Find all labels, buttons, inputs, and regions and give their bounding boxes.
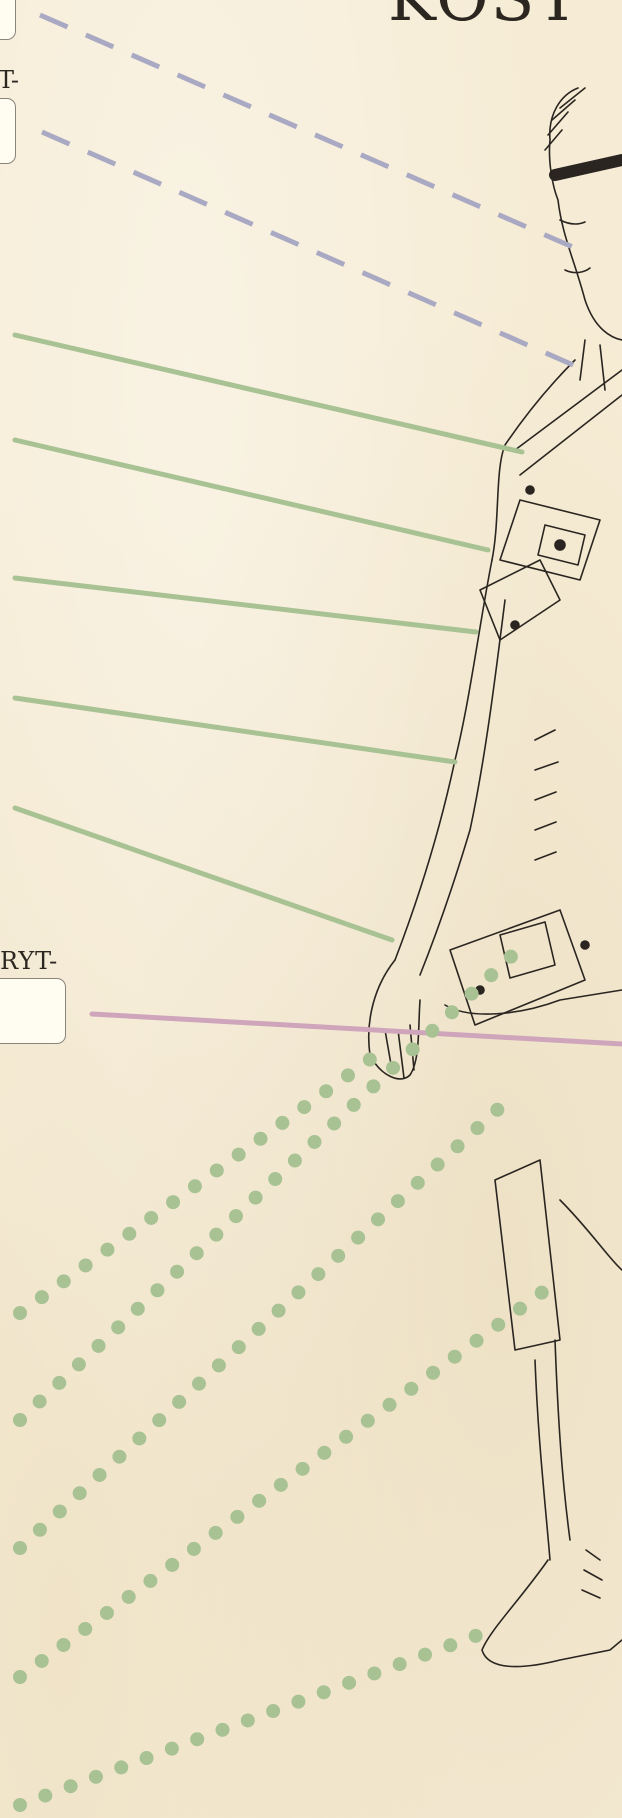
field-label-mid: RYT- <box>0 947 58 975</box>
solid-line-1 <box>15 335 522 452</box>
solid-connectors <box>15 335 522 940</box>
field-box-1[interactable] <box>0 0 16 40</box>
solid-line-2 <box>15 440 488 550</box>
solid-line-4 <box>15 698 455 762</box>
dashed-line-1 <box>40 15 575 248</box>
dotted-line-3 <box>20 1100 508 1548</box>
solid-line-3 <box>15 578 476 632</box>
dotted-line-2 <box>20 948 520 1420</box>
dashed-connectors <box>40 15 580 368</box>
field-box-3[interactable] <box>0 978 66 1044</box>
field-box-2[interactable] <box>0 98 16 164</box>
dotted-line-5 <box>20 1635 478 1805</box>
page-title: KOST <box>388 0 581 36</box>
dashed-line-2 <box>42 132 580 368</box>
character-sketch-icon <box>369 88 622 1667</box>
dotted-connectors <box>20 948 563 1805</box>
pink-connector-line <box>92 1014 622 1044</box>
field-label-top: T- <box>0 66 19 94</box>
solid-line-5 <box>15 808 392 940</box>
